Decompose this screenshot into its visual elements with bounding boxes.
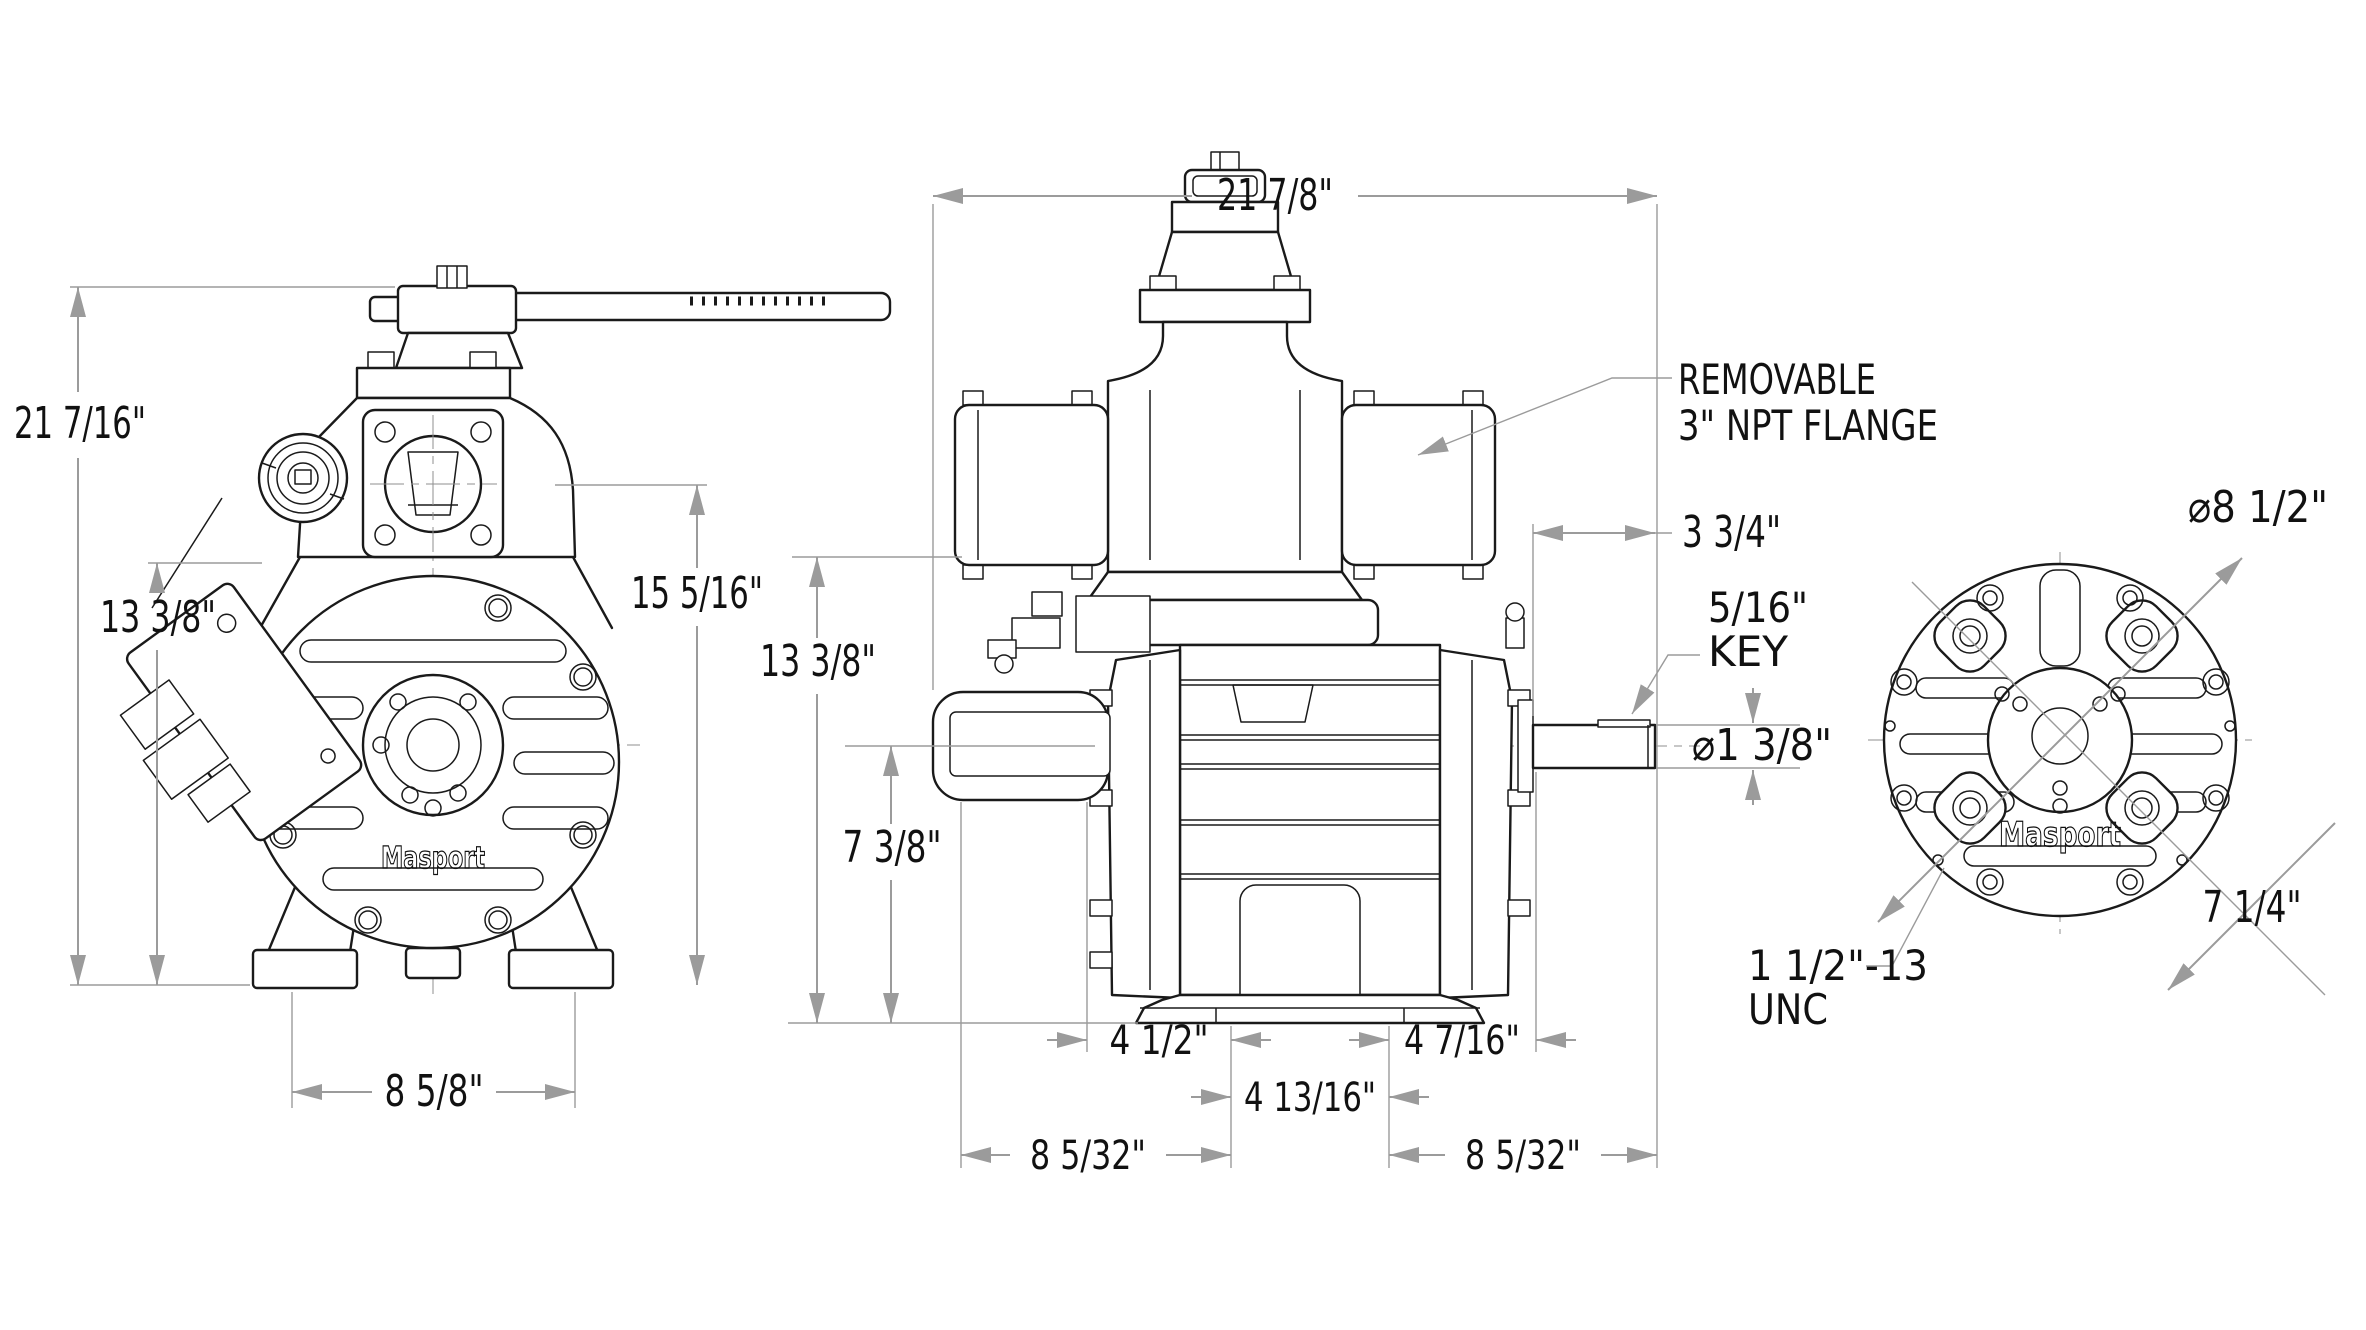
- dim-front-overall-height: 21 7/16": [14, 286, 395, 986]
- dim-label: 13 3/8": [100, 592, 216, 643]
- note-unc-thread: 1 1/2"-13 UNC: [1748, 867, 1945, 1034]
- side-valve-body: [953, 320, 1497, 580]
- note-removable-flange: REMOVABLE 3" NPT FLANGE: [1417, 355, 1938, 456]
- dim-front-centerline-height: 13 3/8": [100, 562, 262, 985]
- note-label: 1 1/2"-13: [1748, 941, 1928, 990]
- dim-label: 3 3/4": [1682, 507, 1781, 558]
- dim-label: ⌀1 3/8": [1692, 720, 1832, 771]
- rear-logo: Masport: [1999, 815, 2121, 855]
- side-valve-stack: [1138, 151, 1312, 324]
- dim-label: 21 7/8": [1217, 170, 1333, 221]
- side-pump-barrel: [1178, 643, 1442, 1011]
- dim-side-port-height: 13 3/8": [760, 556, 962, 1023]
- side-right-housing: [1438, 602, 1534, 1000]
- dim-label: ⌀8 1/2": [2188, 482, 2328, 533]
- front-oil-pump-assembly: [119, 582, 363, 842]
- dim-label: 4 1/2": [1110, 1018, 1209, 1064]
- dim-label: 7 3/8": [843, 822, 942, 873]
- dim-side-shaft-extension: 3 3/4": [1532, 507, 1781, 716]
- dim-side-shaft-diameter: ⌀1 3/8": [1656, 688, 1832, 805]
- dim-side-overall-length: 21 7/8": [932, 170, 1658, 1168]
- dim-rear-mount-spacing: 7 1/4": [1911, 581, 2336, 996]
- dim-label: 21 7/16": [14, 398, 146, 449]
- side-view: [905, 151, 1700, 1025]
- side-left-flange: [953, 403, 1110, 567]
- dim-label: 8 5/8": [385, 1066, 484, 1117]
- front-valve-neck: [394, 331, 524, 370]
- front-valve-plate: [355, 366, 512, 400]
- dim-label: 8 5/32": [1030, 1133, 1146, 1179]
- note-label: UNC: [1748, 985, 1828, 1034]
- note-label: REMOVABLE: [1678, 355, 1876, 404]
- front-handle: [368, 265, 892, 335]
- side-right-npt-flange: [1340, 403, 1497, 567]
- side-grease-nipple: [1505, 617, 1525, 649]
- dim-front-base-width: 8 5/8": [291, 992, 576, 1117]
- front-view: Masport: [119, 265, 892, 1000]
- front-logo: Masport: [381, 841, 485, 876]
- dim-side-bottom-chain: 4 1/2" 4 7/16" 4 13/16" 8 5/32" 8 5/32": [960, 772, 1657, 1179]
- dim-side-shaft-center-height: 7 3/8": [788, 745, 1138, 1024]
- side-shaft-key: [1597, 719, 1651, 728]
- note-shaft-key: 5/16" KEY: [1631, 583, 1808, 715]
- side-left-housing: [1089, 648, 1182, 1000]
- front-vacuum-gauge: [257, 432, 349, 524]
- dim-label: 8 5/32": [1465, 1133, 1581, 1179]
- dim-label: 7 1/4": [2203, 882, 2302, 933]
- side-fittings: [987, 591, 1151, 674]
- rear-view: Masport: [1868, 552, 2252, 934]
- dim-rear-flange-diameter: ⌀8 1/2": [1877, 482, 2328, 923]
- rear-key-slot: [2039, 569, 2081, 667]
- front-suction-flange: [361, 408, 505, 559]
- side-collar: [1076, 570, 1380, 647]
- dim-label: 13 3/8": [760, 636, 876, 687]
- dimensions: 21 7/16" 13 3/8" 15 5/16" 8 5/8": [14, 170, 2336, 1179]
- front-hub: [361, 673, 505, 817]
- side-drive-shaft: [1531, 719, 1657, 770]
- note-label: 5/16": [1708, 583, 1808, 632]
- note-label: 3" NPT FLANGE: [1678, 401, 1938, 450]
- dim-label: 4 7/16": [1404, 1018, 1520, 1064]
- dim-label: 4 13/16": [1244, 1075, 1376, 1121]
- dim-label: 15 5/16": [631, 568, 763, 619]
- side-base: [1134, 993, 1486, 1025]
- dim-front-flange-height: 15 5/16": [555, 484, 763, 985]
- front-bolts: [269, 594, 597, 934]
- note-label: KEY: [1708, 627, 1788, 676]
